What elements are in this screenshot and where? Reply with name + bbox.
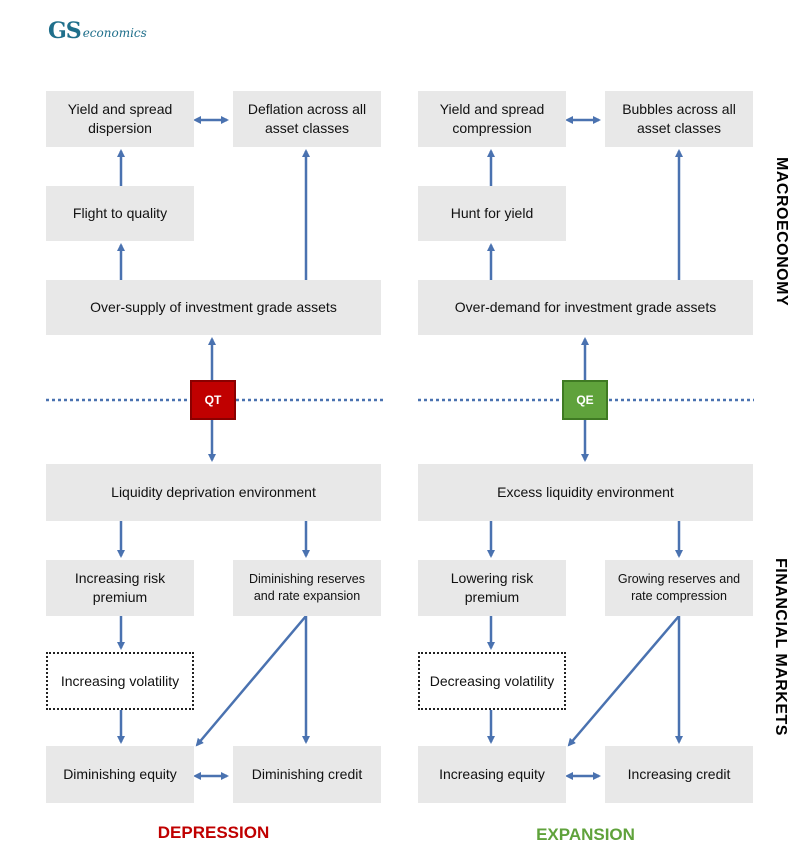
left-flight-to-quality-box: Flight to quality — [46, 186, 194, 241]
qt-badge: QT — [190, 380, 236, 420]
left-liquidity-box: Liquidity deprivation environment — [46, 464, 381, 521]
arrow-reserves-to-equity-left — [195, 615, 307, 747]
left-volatility-box: Increasing volatility — [46, 652, 194, 710]
left-deflation-box: Deflation across all asset classes — [233, 91, 381, 147]
gs-economics-logo: GS economics — [48, 18, 147, 44]
left-credit-box: Diminishing credit — [233, 746, 381, 803]
expansion-label: EXPANSION — [536, 825, 635, 844]
left-over-supply-box: Over-supply of investment grade assets — [46, 280, 381, 335]
arrow-reserves-to-equity-right — [567, 615, 680, 747]
macroeconomy-label: MACROECONOMY — [773, 157, 790, 307]
right-reserves-box: Growing reserves and rate compression — [605, 560, 753, 616]
logo-text: economics — [82, 26, 147, 40]
right-bubbles-box: Bubbles across all asset classes — [605, 91, 753, 147]
depression-label: DEPRESSION — [157, 823, 270, 842]
left-risk-premium-box: Increasing risk premium — [46, 560, 194, 616]
logo-mark: GS — [48, 18, 82, 44]
financial-markets-label: FINANCIAL MARKETS — [772, 558, 789, 736]
right-risk-premium-box: Lowering risk premium — [418, 560, 566, 616]
left-yield-dispersion-box: Yield and spread dispersion — [46, 91, 194, 147]
right-liquidity-box: Excess liquidity environment — [418, 464, 753, 521]
left-equity-box: Diminishing equity — [46, 746, 194, 803]
right-hunt-for-yield-box: Hunt for yield — [418, 186, 566, 241]
right-volatility-box: Decreasing volatility — [418, 652, 566, 710]
left-reserves-box: Diminishing reserves and rate expansion — [233, 560, 381, 616]
right-over-demand-box: Over-demand for investment grade assets — [418, 280, 753, 335]
right-yield-compression-box: Yield and spread compression — [418, 91, 566, 147]
right-equity-box: Increasing equity — [418, 746, 566, 803]
qe-badge: QE — [562, 380, 608, 420]
right-credit-box: Increasing credit — [605, 746, 753, 803]
